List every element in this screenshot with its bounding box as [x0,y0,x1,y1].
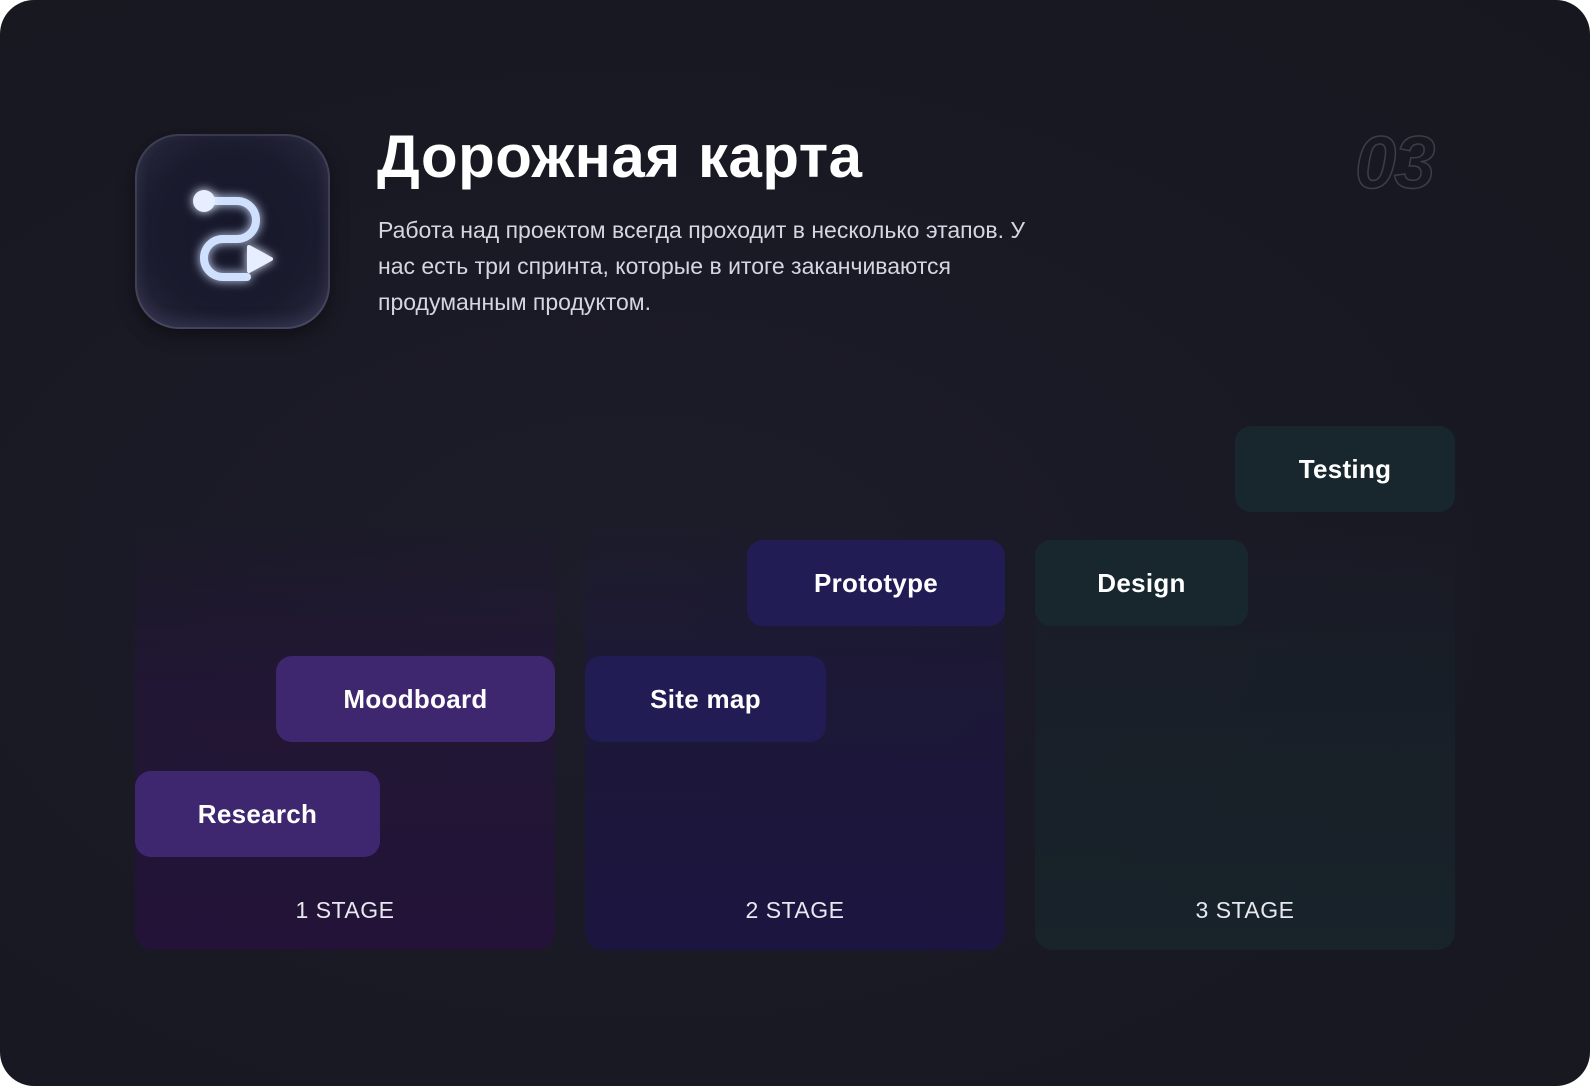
stage-label: 3 STAGE [1195,897,1295,923]
stage-label: 2 STAGE [745,897,845,923]
task-moodboard[interactable]: Moodboard [276,656,555,742]
task-design[interactable]: Design [1035,540,1248,626]
task-prototype[interactable]: Prototype [747,540,1005,626]
task-research[interactable]: Research [135,771,380,857]
task-site-map[interactable]: Site map [585,656,826,742]
task-testing[interactable]: Testing [1235,426,1455,512]
page-title: Дорожная карта [377,123,863,190]
stage-label: 1 STAGE [295,897,395,923]
page-description: Работа над проектом всегда проходит в не… [378,217,1025,315]
route-icon [135,134,330,329]
page-number: 03 [1354,120,1436,205]
